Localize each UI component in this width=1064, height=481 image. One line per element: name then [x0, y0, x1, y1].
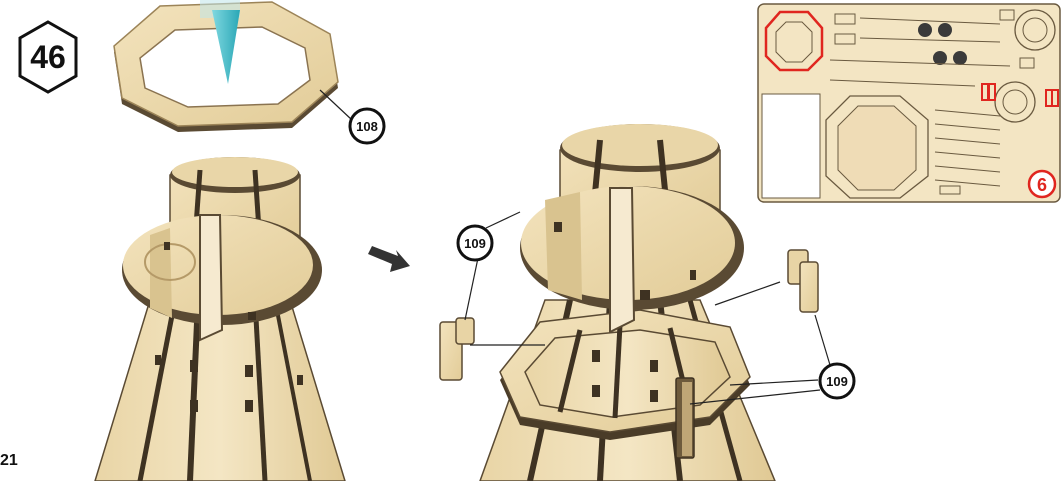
- octagon-ring-part: [113, 0, 339, 132]
- page-number: 21: [0, 452, 18, 469]
- step-badge: 46: [18, 20, 78, 94]
- sheet-number: 6: [1037, 175, 1047, 195]
- callout-109-left-label: 109: [464, 236, 486, 251]
- direction-arrow-icon: [368, 246, 410, 272]
- leader-lines: [319, 89, 831, 405]
- left-tower-assembly: [94, 157, 346, 481]
- insert-arrow-icon: [212, 10, 240, 84]
- right-tower-assembly: [479, 124, 776, 481]
- callout-109-right: 109: [818, 362, 856, 400]
- callout-109-left: 109: [456, 224, 494, 262]
- callout-108-label: 108: [356, 119, 378, 134]
- step-number: 46: [30, 39, 66, 75]
- bracket-part-left: [439, 317, 475, 381]
- bracket-part-right: [787, 249, 819, 313]
- bracket-part-inserted: [675, 377, 695, 459]
- parts-sheet: 6: [757, 3, 1061, 203]
- callout-108: 108: [348, 107, 386, 145]
- callout-109-right-label: 109: [826, 374, 848, 389]
